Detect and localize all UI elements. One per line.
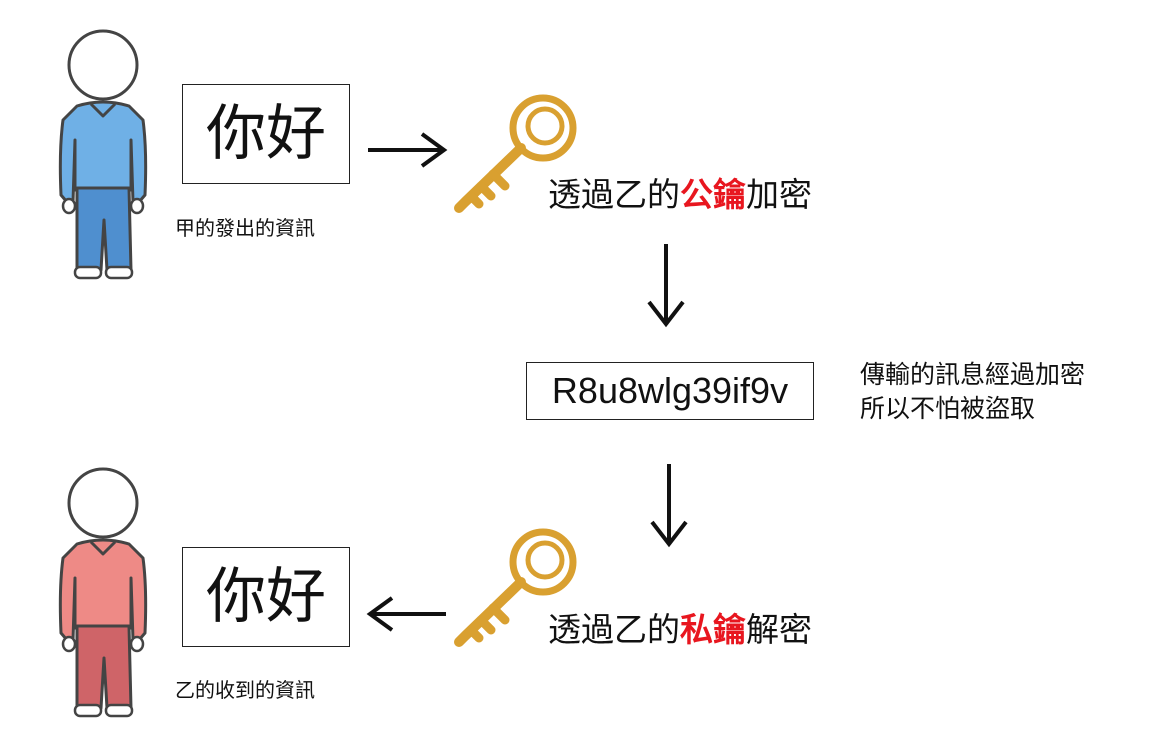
sender-message-text: 你好 [206,99,326,169]
encrypt-step-keyword: 公鑰 [680,175,746,214]
encrypt-step-suffix: 加密 [746,175,812,214]
encrypt-step-prefix: 透過乙的 [548,175,680,214]
ciphertext-note: 傳輸的訊息經過加密 所以不怕被盜取 [860,358,1085,426]
ciphertext-note-line1: 傳輸的訊息經過加密 [860,360,1086,389]
sender-person-icon [58,29,148,280]
decrypt-step-prefix: 透過乙的 [548,610,680,649]
sender-message-box: 你好 [182,84,350,184]
decrypt-step-label: 透過乙的私鑰解密 [548,603,812,651]
receiver-person-icon [58,467,148,718]
ciphertext-value: R8u8wlg39if9v [551,370,789,411]
decrypt-step-keyword: 私鑰 [680,610,746,649]
ciphertext-note-line2: 所以不怕被盜取 [860,394,1036,423]
receiver-caption: 乙的收到的資訊 [175,678,315,702]
right-arrow-icon [368,132,448,168]
down-arrow-icon [647,244,685,328]
encrypt-key-icon [454,94,577,213]
ciphertext-box: R8u8wlg39if9v [526,362,814,420]
left-arrow-icon [366,596,446,632]
encrypt-step-label: 透過乙的公鑰加密 [548,168,812,216]
decrypt-key-icon [454,528,577,647]
decrypt-step-suffix: 解密 [746,610,812,649]
receiver-message-box: 你好 [182,547,350,647]
down-arrow-icon [650,464,688,548]
sender-caption: 甲的發出的資訊 [175,216,315,240]
receiver-message-text: 你好 [206,562,326,632]
